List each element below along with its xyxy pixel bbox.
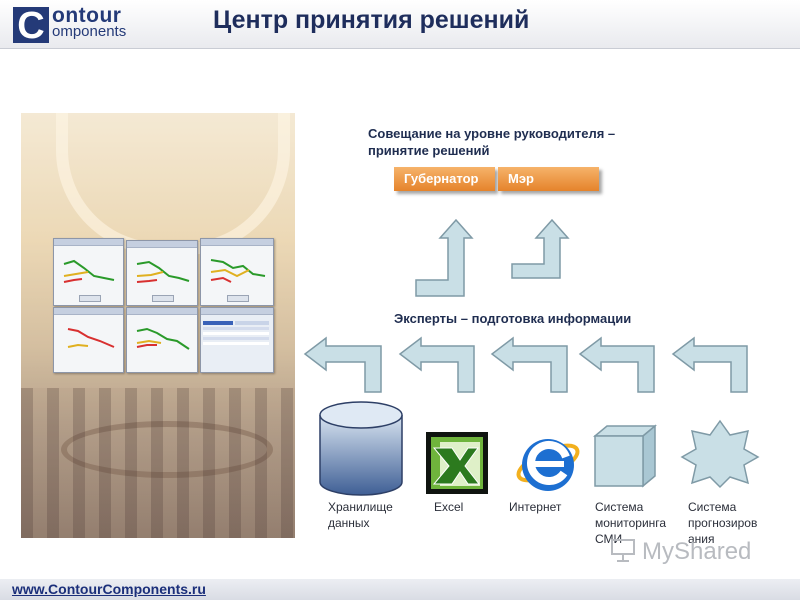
screenshot-titlebar: [54, 239, 123, 246]
source-label-excel: Excel: [434, 500, 464, 514]
left-arrow-icon: [303, 336, 382, 393]
screenshot-button: [152, 295, 174, 302]
page-title: Центр принятия решений: [213, 6, 530, 34]
star-icon: [680, 419, 760, 489]
watermark-text: MyShared: [642, 538, 752, 565]
excel-icon: [426, 432, 488, 494]
screenshot-chart: [63, 259, 115, 283]
left-arrow-icon: [578, 336, 655, 393]
screenshot-chart: [210, 259, 266, 283]
dashboard-screenshot: [53, 238, 124, 306]
presentation-icon: [611, 539, 635, 562]
screenshot-titlebar: [201, 308, 273, 315]
screenshot-chart: [136, 327, 190, 350]
logo-mark: C: [13, 7, 49, 45]
up-arrow-icon: [511, 218, 570, 279]
seats-area: [21, 388, 295, 538]
screenshot-table: [203, 321, 269, 345]
source-label-internet: Интернет: [509, 500, 562, 514]
screenshot-titlebar: [127, 308, 197, 315]
left-arrow-icon: [671, 336, 748, 393]
logo-text-bottom: omponents: [52, 23, 127, 40]
footer-bar: www.ContourComponents.ru: [0, 579, 800, 600]
dashboard-screenshot: [126, 307, 198, 373]
screenshot-button: [78, 295, 101, 302]
cube-icon: [593, 424, 657, 488]
database-cylinder-icon: [319, 401, 403, 496]
screenshot-button: [227, 295, 249, 302]
leadership-heading: Совещание на уровне руководителя – приня…: [368, 126, 616, 158]
header-bar: C ontour omponents Центр принятия решени…: [0, 0, 800, 49]
source-label-media-monitoring: Система мониторинга СМИ: [595, 500, 667, 546]
governor-box: Губернатор: [394, 167, 495, 191]
watermark: MyShared: [610, 537, 751, 566]
screenshot-chart: [136, 260, 190, 283]
source-label-forecasting: Система прогнозиров ания: [688, 500, 758, 546]
dashboard-screenshot: [200, 238, 274, 306]
screenshot-chart: [67, 328, 115, 348]
source-label-storage: Хранилище данных: [328, 500, 393, 530]
logo-text-top: ontour: [52, 4, 122, 27]
screenshot-titlebar: [201, 239, 273, 246]
dashboard-screenshot: [126, 240, 198, 306]
dashboard-screenshot: [53, 307, 124, 373]
website-link[interactable]: www.ContourComponents.ru: [12, 581, 206, 597]
mayor-box: Мэр: [498, 167, 599, 191]
up-arrow-icon: [415, 218, 474, 297]
internet-explorer-icon: [516, 439, 580, 491]
conference-table: [61, 421, 273, 478]
left-arrow-icon: [398, 336, 475, 393]
experts-heading: Эксперты – подготовка информации: [394, 311, 632, 326]
screenshot-titlebar: [54, 308, 123, 315]
screenshot-titlebar: [127, 241, 197, 248]
dashboard-screenshot: [200, 307, 274, 373]
left-arrow-icon: [490, 336, 568, 393]
